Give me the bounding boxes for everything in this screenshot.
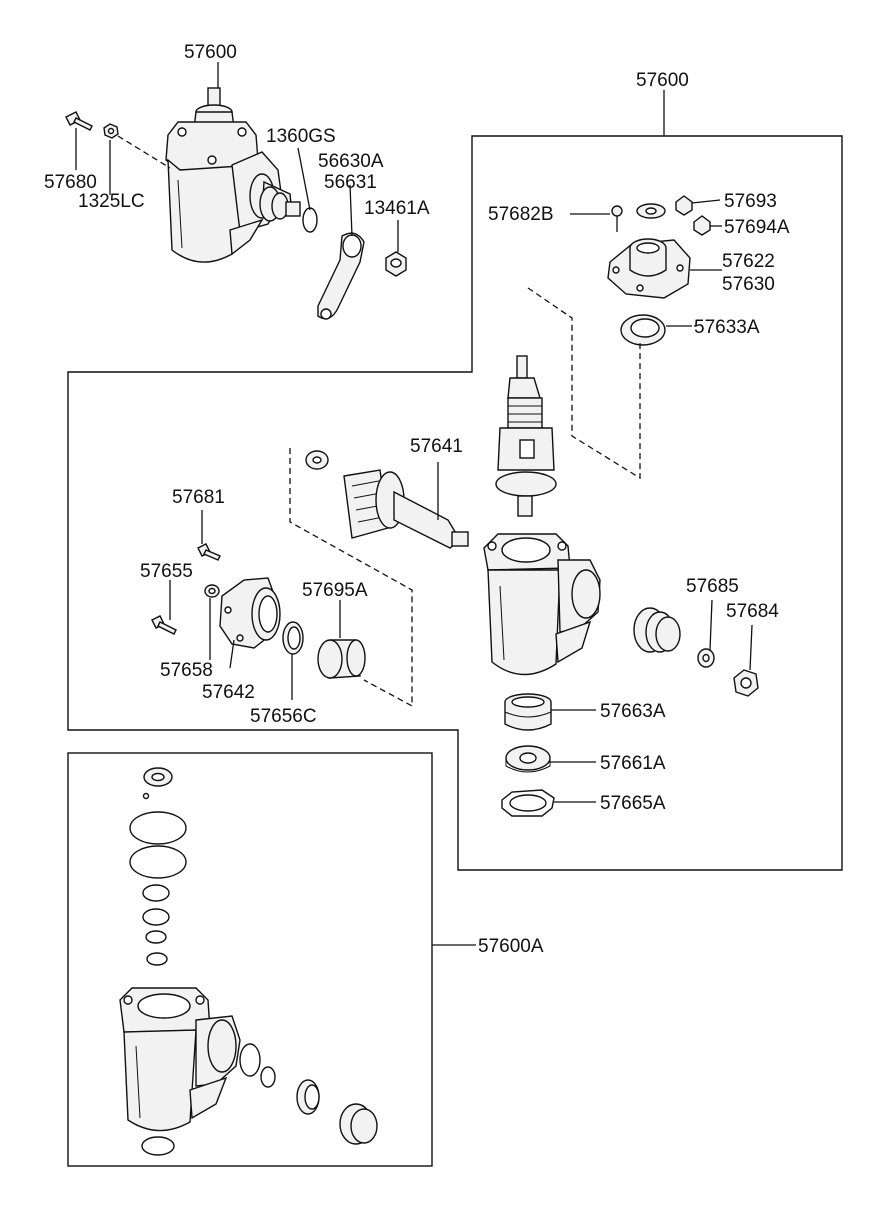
label-57633a: 57633A <box>694 317 760 338</box>
valve-cover-57622[interactable] <box>607 238 691 299</box>
pitman-arm[interactable] <box>317 232 365 320</box>
label-57684: 57684 <box>726 601 779 622</box>
nut-13461a[interactable] <box>385 251 407 277</box>
steering-gear-assembly-top[interactable] <box>165 87 301 263</box>
oring-1360gs[interactable] <box>302 207 318 233</box>
bolt-57680[interactable] <box>65 111 93 131</box>
label-57663a: 57663A <box>600 701 666 722</box>
label-57661a: 57661A <box>600 753 666 774</box>
label-57622: 57622 <box>722 251 775 272</box>
kit-parts[interactable] <box>119 767 378 1156</box>
label-57658: 57658 <box>160 660 213 681</box>
bolt-57655[interactable] <box>151 615 177 635</box>
nut-1325lc[interactable] <box>103 123 119 139</box>
label-57695a: 57695A <box>302 580 368 601</box>
label-inner-assembly: 57600 <box>636 70 689 91</box>
label-57694a: 57694A <box>724 217 790 238</box>
label-57641: 57641 <box>410 436 463 457</box>
cap-57694a[interactable] <box>693 215 711 236</box>
boot-57685-area[interactable] <box>633 607 681 653</box>
label-1360gs: 1360GS <box>266 126 336 147</box>
sector-shaft-57641[interactable] <box>343 469 469 549</box>
label-57656c: 57656C <box>250 706 317 727</box>
nut-57684[interactable] <box>733 669 759 697</box>
label-1325lc: 1325LC <box>78 191 145 212</box>
label-13461a: 13461A <box>364 198 430 219</box>
label-57655: 57655 <box>140 561 193 582</box>
bearing-57661a[interactable] <box>505 745 551 773</box>
nipple-57693[interactable] <box>675 195 693 216</box>
label-57682b: 57682B <box>488 204 554 225</box>
oring-57656c[interactable] <box>282 621 304 655</box>
label-56631: 56631 <box>324 172 377 193</box>
bushing-57695a[interactable] <box>317 639 366 679</box>
label-57693: 57693 <box>724 191 777 212</box>
label-57685: 57685 <box>686 576 739 597</box>
label-57665a: 57665A <box>600 793 666 814</box>
kit-assembly-frame <box>67 752 433 1167</box>
bolt-57681[interactable] <box>197 543 221 561</box>
label-57681: 57681 <box>172 487 225 508</box>
label-57630: 57630 <box>722 274 775 295</box>
inner-assembly-frame <box>67 135 843 871</box>
seal-57663a[interactable] <box>504 693 552 731</box>
worm-shaft-valve[interactable] <box>495 355 557 517</box>
label-56630a: 56630A <box>318 151 384 172</box>
seal-57633a[interactable] <box>620 314 666 346</box>
bolt-57682b[interactable] <box>611 205 623 232</box>
side-cover-57642[interactable] <box>219 577 281 649</box>
label-57642: 57642 <box>202 682 255 703</box>
label-top-assembly: 57600 <box>184 42 237 63</box>
steering-gear-housing[interactable] <box>483 533 601 676</box>
label-57680: 57680 <box>44 172 97 193</box>
label-kit-assembly: 57600A <box>478 936 544 957</box>
ring-57665a[interactable] <box>501 789 555 817</box>
